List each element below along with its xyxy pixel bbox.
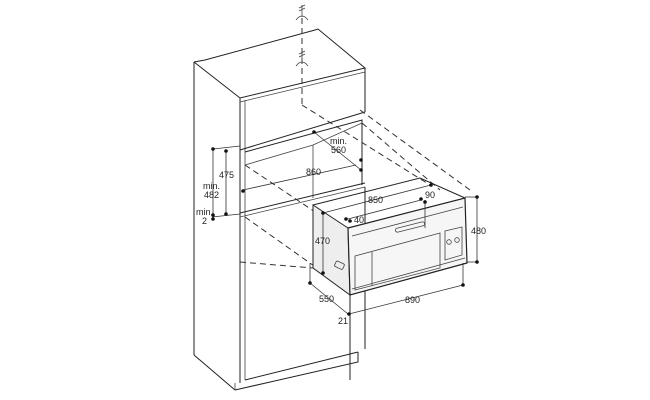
label-min-2-line1: min.	[196, 207, 213, 217]
wall-anchor-icons	[239, 4, 471, 291]
label-min-482-line1: min.	[203, 181, 220, 191]
label-min-2-line2: 2	[202, 216, 207, 226]
label-min-560-line2: 560	[331, 145, 346, 155]
side-vent	[334, 260, 345, 270]
label-40: 40	[354, 215, 364, 225]
label-850: 850	[368, 195, 383, 205]
label-470: 470	[315, 236, 330, 246]
label-475: 475	[219, 170, 234, 180]
label-860: 860	[306, 167, 321, 177]
label-550: 550	[319, 294, 334, 304]
label-890: 890	[405, 295, 420, 305]
label-min-560-line1: min.	[330, 136, 347, 146]
oven-handle	[394, 221, 426, 233]
label-21: 21	[338, 316, 348, 326]
label-min-482-line2: 482	[204, 190, 219, 200]
dimension-lines	[211, 131, 478, 315]
dimension-points	[211, 130, 479, 316]
tall-cabinet	[193, 28, 367, 391]
label-90: 90	[425, 190, 435, 200]
label-480: 480	[471, 226, 486, 236]
